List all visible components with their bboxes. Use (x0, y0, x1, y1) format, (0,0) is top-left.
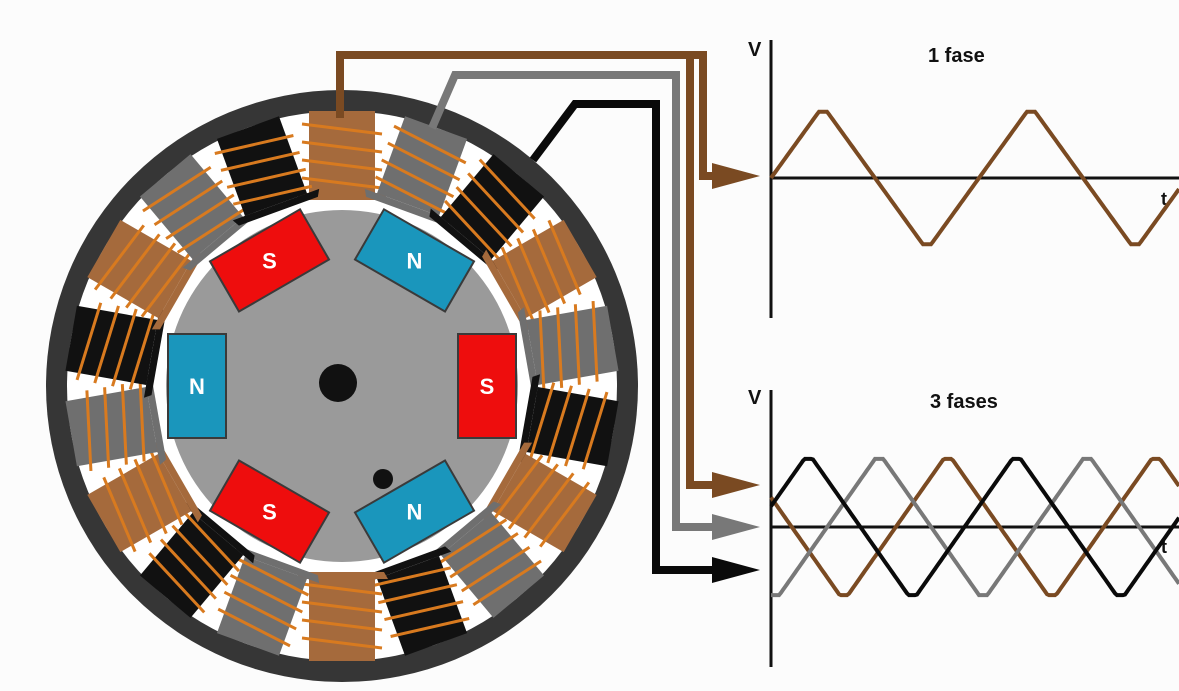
stator-coil (139, 154, 255, 271)
graph-single-x-label: t (1161, 189, 1167, 209)
stator-coil (214, 116, 320, 226)
rotor-pole: S (208, 459, 331, 565)
graph-single-phase: V t 1 fase (748, 39, 1179, 318)
wire-phase-a-three (686, 55, 712, 489)
graph-single-y-label: V (748, 39, 762, 61)
rotor: S N S N S N (157, 201, 527, 571)
waveform-phase-c (769, 456, 1179, 598)
stator-coil (517, 301, 619, 398)
waveform-phase-b (771, 456, 1179, 598)
wire-phase-c (529, 100, 712, 574)
graph-three-title: 3 fases (930, 391, 998, 413)
waveform-phase-a (769, 456, 1179, 598)
wire-phase-a (336, 51, 712, 180)
rotor-pole-label: S (262, 500, 277, 525)
rotor-pole-label: N (189, 374, 205, 399)
stator-coil (87, 442, 202, 553)
stator-coil (296, 572, 388, 661)
stator-coil (482, 219, 597, 330)
stator-coil (517, 374, 619, 470)
wire-phase-b (428, 71, 712, 531)
rotor-pole: N (167, 333, 227, 439)
stator-coil (65, 374, 167, 471)
rotor-marker (373, 469, 393, 489)
graph-three-y-label: V (748, 387, 762, 409)
wires (336, 51, 760, 583)
rotor-pole: N (353, 207, 476, 313)
rotor-pole-label: N (407, 248, 423, 273)
graph-single-title: 1 fase (928, 45, 985, 67)
rotor-shaft (319, 364, 357, 402)
rotor-poles: S N S N S N (167, 207, 517, 565)
rotor-pole-label: S (262, 248, 277, 273)
graph-three-phase: V t 3 fases (748, 387, 1179, 667)
stator-coil (216, 546, 320, 656)
arrow-phase-b (712, 514, 760, 540)
rotor-pole: S (208, 207, 331, 313)
rotor-pole: N (353, 459, 476, 565)
stator (46, 90, 638, 682)
arrow-phase-c (712, 557, 760, 583)
stator-coil (364, 546, 470, 656)
stator-teeth (65, 111, 619, 661)
graph-three-x-label: t (1161, 537, 1167, 557)
waveform-single-phase (769, 109, 1179, 247)
arrow-phase-a-three (712, 472, 760, 498)
rotor-pole: S (457, 333, 517, 439)
stator-coil (296, 111, 388, 200)
rotor-pole-label: N (407, 500, 423, 525)
stator-coil (65, 302, 167, 398)
arrow-phase-a-single (712, 163, 760, 189)
rotor-pole-label: S (480, 374, 495, 399)
stator-coil (429, 501, 545, 618)
